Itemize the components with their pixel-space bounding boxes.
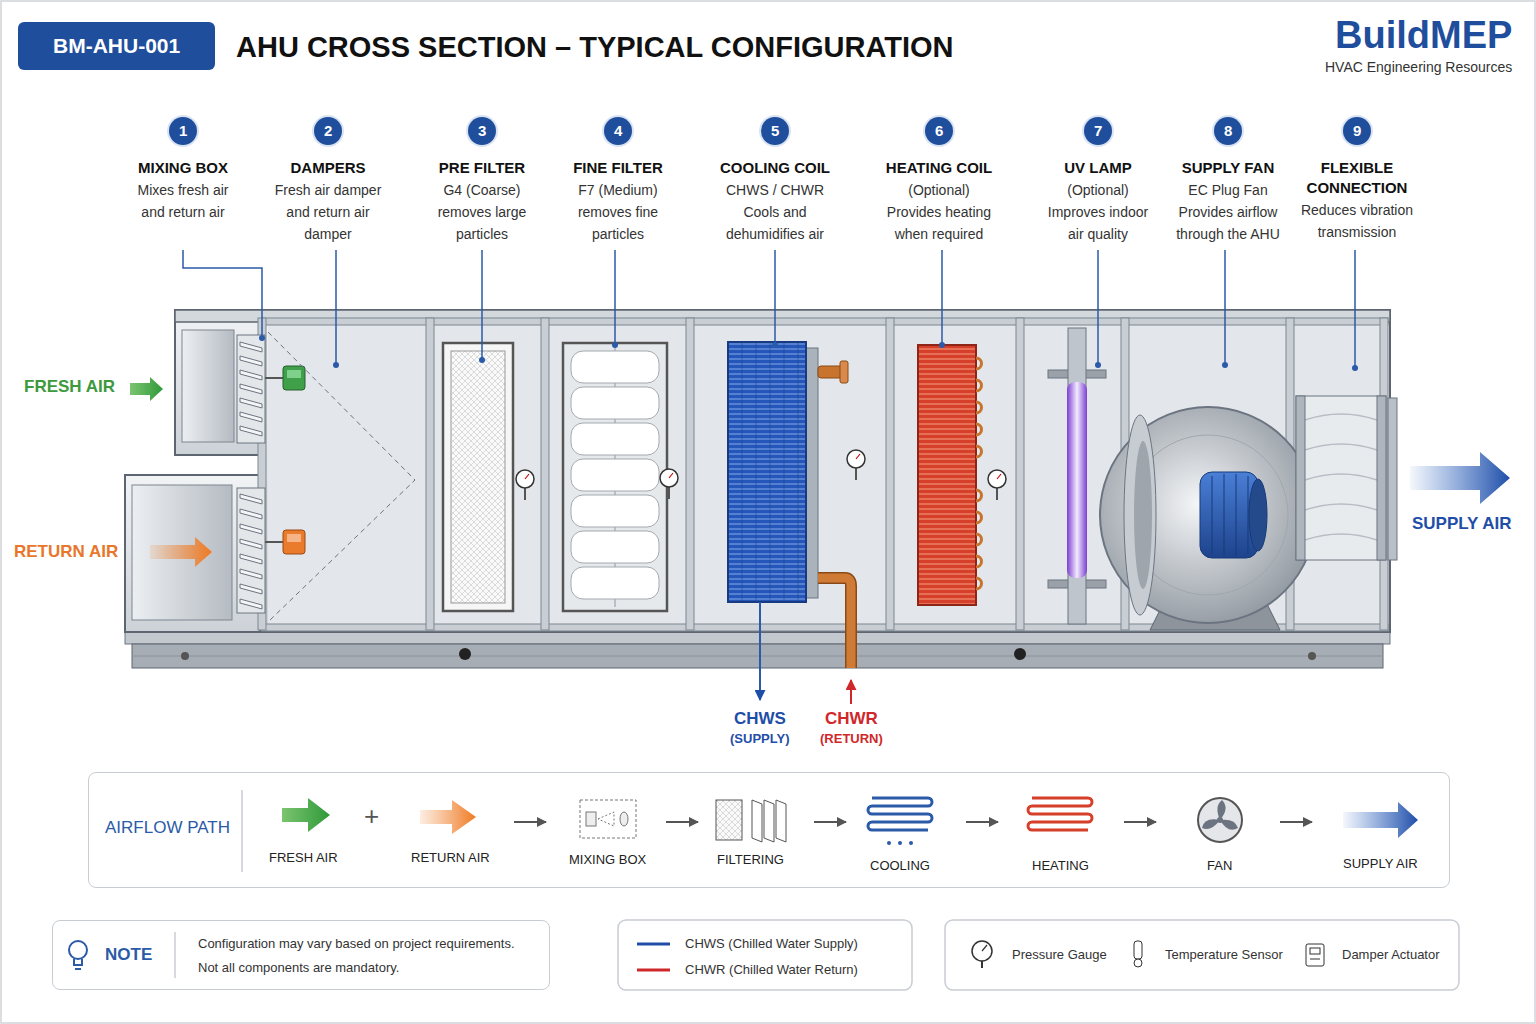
- step-label: FILTERING: [717, 852, 784, 868]
- callout-heading: COOLING COIL: [700, 158, 850, 178]
- callout-text: CHWS / CHWR Cools and dehumidifies air: [720, 179, 830, 245]
- callout-heading: SUPPLY FAN: [1153, 158, 1303, 178]
- callout-column: UV LAMP(Optional) Improves indoor air qu…: [1018, 158, 1178, 245]
- callout-number: 3: [468, 117, 496, 145]
- legend-text: CHWR (Chilled Water Return): [685, 962, 858, 978]
- callout-number-text: 8: [1224, 122, 1232, 140]
- callout-text: G4 (Coarse) removes large particles: [430, 179, 535, 245]
- note-box: NOTE Configuration may vary based on proj…: [52, 920, 550, 990]
- callout-text: (Optional) Improves indoor air quality: [1042, 179, 1154, 245]
- callout-column: COOLING COILCHWS / CHWR Cools and dehumi…: [695, 158, 855, 245]
- panel-heading: AIRFLOW PATH: [105, 818, 230, 838]
- logo-tagline: HVAC Engineering Resources: [1325, 59, 1512, 76]
- airflow-path-panel: AIRFLOW PATH: [88, 772, 1450, 888]
- airflow-label: FRESH AIR: [24, 377, 115, 397]
- badge-text: BM-AHU-001: [53, 33, 180, 58]
- callout-column: FINE FILTERF7 (Medium) removes fine part…: [538, 158, 698, 245]
- pipe-label: CHWS: [734, 709, 786, 729]
- logo-wordmark: BuildMEP: [1335, 13, 1512, 59]
- callout-text: Fresh air damper and return air damper: [268, 179, 388, 245]
- airflow-label: SUPPLY AIR: [1412, 514, 1512, 534]
- pipe-label: CHWR: [825, 709, 878, 729]
- callout-heading: HEATING COIL: [864, 158, 1014, 178]
- step-label: MIXING BOX: [569, 852, 646, 868]
- callout-number: 1: [169, 117, 197, 145]
- callout-number: 2: [314, 117, 342, 145]
- legend-text: CHWS (Chilled Water Supply): [685, 936, 858, 952]
- callout-column: DAMPERSFresh air damper and return air d…: [248, 158, 408, 245]
- callout-number: 8: [1214, 117, 1242, 145]
- callout-heading: DAMPERS: [253, 158, 403, 178]
- step-label: FRESH AIR: [269, 850, 338, 866]
- callout-column: PRE FILTERG4 (Coarse) removes large part…: [402, 158, 562, 245]
- legend-text: Pressure Gauge: [1012, 947, 1107, 963]
- callout-number-text: 2: [324, 122, 332, 140]
- step-label: RETURN AIR: [411, 850, 490, 866]
- callout-column: SUPPLY FANEC Plug Fan Provides airflow t…: [1148, 158, 1308, 245]
- callout-text: Reduces vibration transmission: [1297, 199, 1417, 243]
- callout-heading: PRE FILTER: [407, 158, 557, 178]
- pipe-label: (SUPPLY): [730, 731, 789, 747]
- step-label: FAN: [1207, 858, 1232, 874]
- callout-column: FLEXIBLE CONNECTIONReduces vibration tra…: [1277, 158, 1437, 243]
- callout-number: 7: [1084, 117, 1112, 145]
- callout-number: 5: [761, 117, 789, 145]
- callout-number: 9: [1343, 117, 1371, 145]
- note-heading: NOTE: [105, 945, 152, 965]
- callout-text: EC Plug Fan Provides airflow through the…: [1168, 179, 1288, 245]
- step-label: HEATING: [1032, 858, 1089, 874]
- callout-heading: MIXING BOX: [108, 158, 258, 178]
- pipe-label: (RETURN): [820, 731, 883, 747]
- legend-text: Temperature Sensor: [1165, 947, 1283, 963]
- callout-text: Mixes fresh air and return air: [128, 179, 238, 223]
- callout-number-text: 4: [614, 122, 622, 140]
- callout-number-text: 5: [771, 122, 779, 140]
- legend-text: Damper Actuator: [1342, 947, 1440, 963]
- callout-text: F7 (Medium) removes fine particles: [566, 179, 671, 245]
- drawing-number-badge: BM-AHU-001: [18, 22, 215, 70]
- note-text: Configuration may vary based on project …: [198, 936, 515, 952]
- callout-column: HEATING COIL(Optional) Provides heating …: [859, 158, 1019, 245]
- callout-number-text: 9: [1353, 122, 1361, 140]
- step-label: SUPPLY AIR: [1343, 856, 1418, 872]
- plus-sign: +: [364, 801, 379, 832]
- callout-heading: FLEXIBLE CONNECTION: [1297, 158, 1417, 198]
- step-label: COOLING: [870, 858, 930, 874]
- callout-number: 6: [925, 117, 953, 145]
- callout-number-text: 7: [1094, 122, 1102, 140]
- airflow-label: RETURN AIR: [14, 542, 118, 562]
- callout-number-text: 6: [935, 122, 943, 140]
- note-text: Not all components are mandatory.: [198, 960, 399, 976]
- callout-text: (Optional) Provides heating when require…: [882, 179, 997, 245]
- callout-heading: FINE FILTER: [543, 158, 693, 178]
- callout-number-text: 3: [478, 122, 486, 140]
- callout-number-text: 1: [179, 122, 187, 140]
- title: AHU CROSS SECTION – TYPICAL CONFIGURATIO…: [236, 30, 954, 65]
- callout-heading: UV LAMP: [1023, 158, 1173, 178]
- callout-number: 4: [604, 117, 632, 145]
- callout-column: MIXING BOXMixes fresh air and return air: [103, 158, 263, 223]
